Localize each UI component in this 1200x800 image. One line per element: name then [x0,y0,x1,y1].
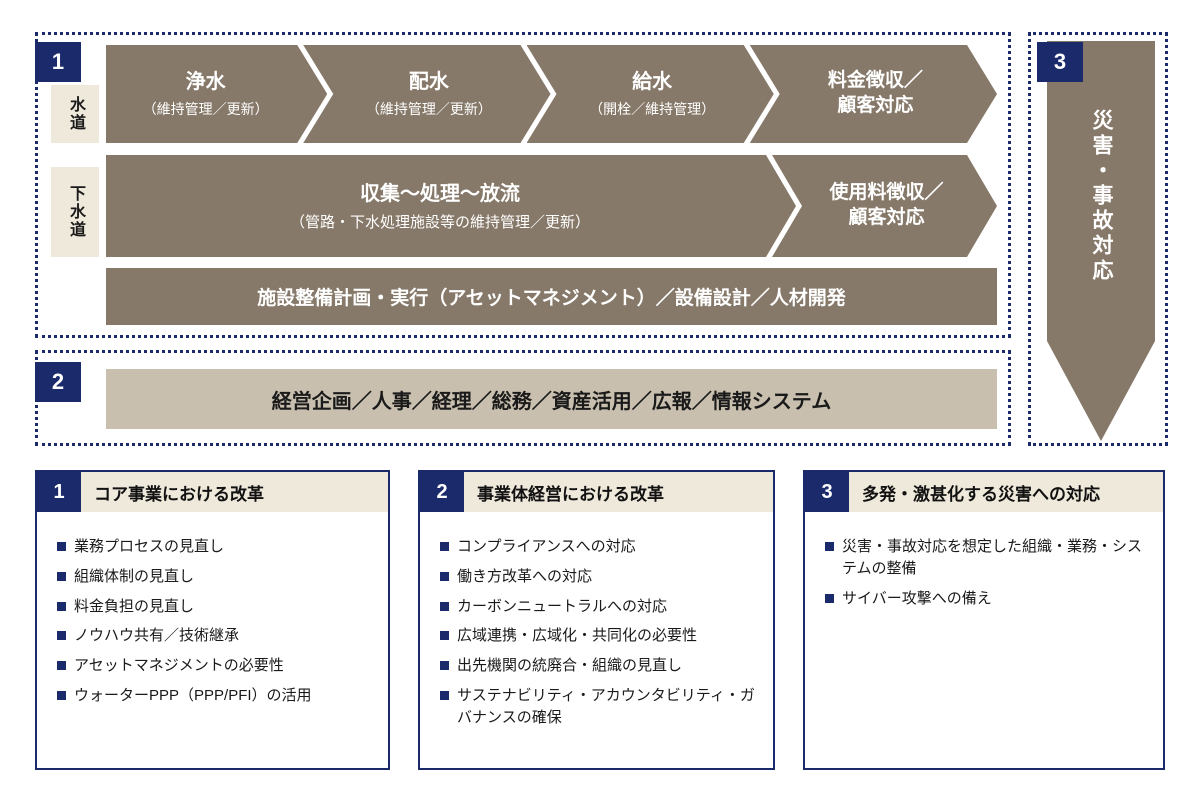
list-item-text: ノウハウ共有／技術継承 [74,627,240,645]
arrow-title: 収集～処理～放流 [360,182,520,205]
badge-1: 1 [35,42,81,82]
square-bullet-icon [440,690,449,700]
process-arrow-distribution: 配水 （維持管理／更新） [303,45,550,143]
card-title: コア事業における改革 [81,472,388,512]
card-badge-3: 3 [805,472,849,512]
badge-2: 2 [35,362,81,402]
list-item: 組織体制の見直し [57,566,372,588]
list-item-text: 出先機関の統廃合・組織の見直し [457,657,683,674]
arrow-title: 配水 [408,71,449,93]
list-item: ウォーターPPP（PPP/PFI）の活用 [57,685,372,707]
sewerage-arrows: 収集～処理～放流 （管路・下水処理施設等の維持管理／更新） 使用料徴収／ 顧客対… [106,155,997,257]
square-bullet-icon [57,690,66,700]
list-item-text: アセットマネジメントの必要性 [74,657,284,674]
water-supply-arrows: 浄水 （維持管理／更新） 配水 （維持管理／更新） 給水 （開栓／維持管理） 料… [106,45,997,143]
list-item: 災害・事故対応を想定した組織・業務・システムの整備 [825,536,1147,580]
water-supply-row: 水道 浄水 （維持管理／更新） 配水 （維持管理／更新） 給水 （開栓／維持管理… [51,45,997,143]
management-box: 2 経営企画／人事／経理／総務／資産活用／広報／情報システム [35,350,1011,446]
square-bullet-icon [440,601,449,611]
square-bullet-icon [825,542,834,551]
arrow-subtitle: （維持管理／更新） [365,101,492,117]
list-item: 広域連携・広域化・共同化の必要性 [440,625,757,647]
list-item-text: サイバー攻撃への備え [842,589,992,607]
card-entity-management-reform: 2 事業体経営における改革 コンプライアンスへの対応 働き方改革への対応 カーボ… [418,470,775,770]
water-supply-label: 水道 [51,85,99,143]
disaster-box: 3 災害・事故対応 [1028,32,1168,446]
card-title: 多発・激甚化する災害への対応 [849,472,1163,512]
list-item: 出先機関の統廃合・組織の見直し [440,655,757,677]
badge-3: 3 [1037,42,1083,82]
disaster-label: 災害・事故対応 [1090,108,1113,284]
card-title: 事業体経営における改革 [464,472,773,512]
list-item-text: カーボンニュートラルへの対応 [457,597,668,615]
square-bullet-icon [440,631,449,641]
sewerage-row: 下水道 収集～処理～放流 （管路・下水処理施設等の維持管理／更新） 使用料徴収／… [51,155,997,257]
list-item-text: 料金負担の見直し [74,597,195,615]
arrow-title: 浄水 [185,71,226,93]
list-item-text: 災害・事故対応を想定した組織・業務・システムの整備 [842,538,1143,577]
square-bullet-icon [57,631,66,641]
list-item-text: 業務プロセスの見直し [74,538,225,555]
list-item-text: ウォーターPPP（PPP/PFI）の活用 [74,686,312,704]
card-badge-1: 1 [37,472,81,512]
card-header: 3 多発・激甚化する災害への対応 [805,472,1163,512]
card-body: 業務プロセスの見直し 組織体制の見直し 料金負担の見直し ノウハウ共有／技術継承… [37,512,388,707]
list-item: サステナビリティ・アカウンタビリティ・ガバナンスの確保 [440,685,757,729]
process-arrow-billing: 料金徴収／ 顧客対応 [750,45,997,143]
arrow-subtitle: （管路・下水処理施設等の維持管理／更新） [289,213,590,231]
management-bar: 経営企画／人事／経理／総務／資産活用／広報／情報システム [106,369,997,429]
card-header: 1 コア事業における改革 [37,472,388,512]
square-bullet-icon [57,601,66,611]
square-bullet-icon [440,661,449,670]
square-bullet-icon [57,571,66,581]
disaster-down-arrow: 災害・事故対応 [1047,41,1155,441]
arrow-subtitle: （維持管理／更新） [142,101,269,117]
card-body: コンプライアンスへの対応 働き方改革への対応 カーボンニュートラルへの対応 広域… [420,512,773,728]
arrow-title: 料金徴収／ 顧客対応 [827,70,923,116]
process-arrow-purification: 浄水 （維持管理／更新） [106,45,327,143]
process-arrow-usage-billing: 使用料徴収／ 顧客対応 [772,155,997,257]
square-bullet-icon [825,593,834,603]
process-arrow-supply: 給水 （開栓／維持管理） [527,45,774,143]
list-item: 業務プロセスの見直し [57,536,372,558]
card-core-business-reform: 1 コア事業における改革 業務プロセスの見直し 組織体制の見直し 料金負担の見直… [35,470,390,770]
card-header: 2 事業体経営における改革 [420,472,773,512]
list-item-text: コンプライアンスへの対応 [457,538,636,555]
square-bullet-icon [440,542,449,551]
process-arrow-collection-treatment: 収集～処理～放流 （管路・下水処理施設等の維持管理／更新） [106,155,796,257]
arrow-title: 給水 [632,71,673,93]
square-bullet-icon [57,661,66,670]
list-item-text: 広域連携・広域化・共同化の必要性 [457,627,698,645]
square-bullet-icon [57,542,66,551]
list-item: ノウハウ共有／技術継承 [57,625,372,647]
list-item: サイバー攻撃への備え [825,588,1147,610]
sewerage-label: 下水道 [51,167,99,257]
list-item: コンプライアンスへの対応 [440,536,757,558]
list-item-text: サステナビリティ・アカウンタビリティ・ガバナンスの確保 [457,686,755,726]
list-item: 働き方改革への対応 [440,566,757,588]
list-item: カーボンニュートラルへの対応 [440,596,757,618]
square-bullet-icon [440,571,449,581]
arrow-title: 使用料徴収／ 顧客対応 [829,182,944,228]
asset-management-bar: 施設整備計画・実行（アセットマネジメント）／設備設計／人材開発 [106,268,997,325]
list-item: アセットマネジメントの必要性 [57,655,372,677]
core-process-box: 1 水道 浄水 （維持管理／更新） 配水 （維持管理／更新） 給水 （開栓／維持… [35,32,1011,338]
list-item-text: 組織体制の見直し [74,567,195,585]
arrow-subtitle: （開栓／維持管理） [589,101,716,117]
card-badge-2: 2 [420,472,464,512]
card-body: 災害・事故対応を想定した組織・業務・システムの整備 サイバー攻撃への備え [805,512,1163,609]
list-item: 料金負担の見直し [57,596,372,618]
card-disaster-response: 3 多発・激甚化する災害への対応 災害・事故対応を想定した組織・業務・システムの… [803,470,1165,770]
list-item-text: 働き方改革への対応 [457,567,593,585]
